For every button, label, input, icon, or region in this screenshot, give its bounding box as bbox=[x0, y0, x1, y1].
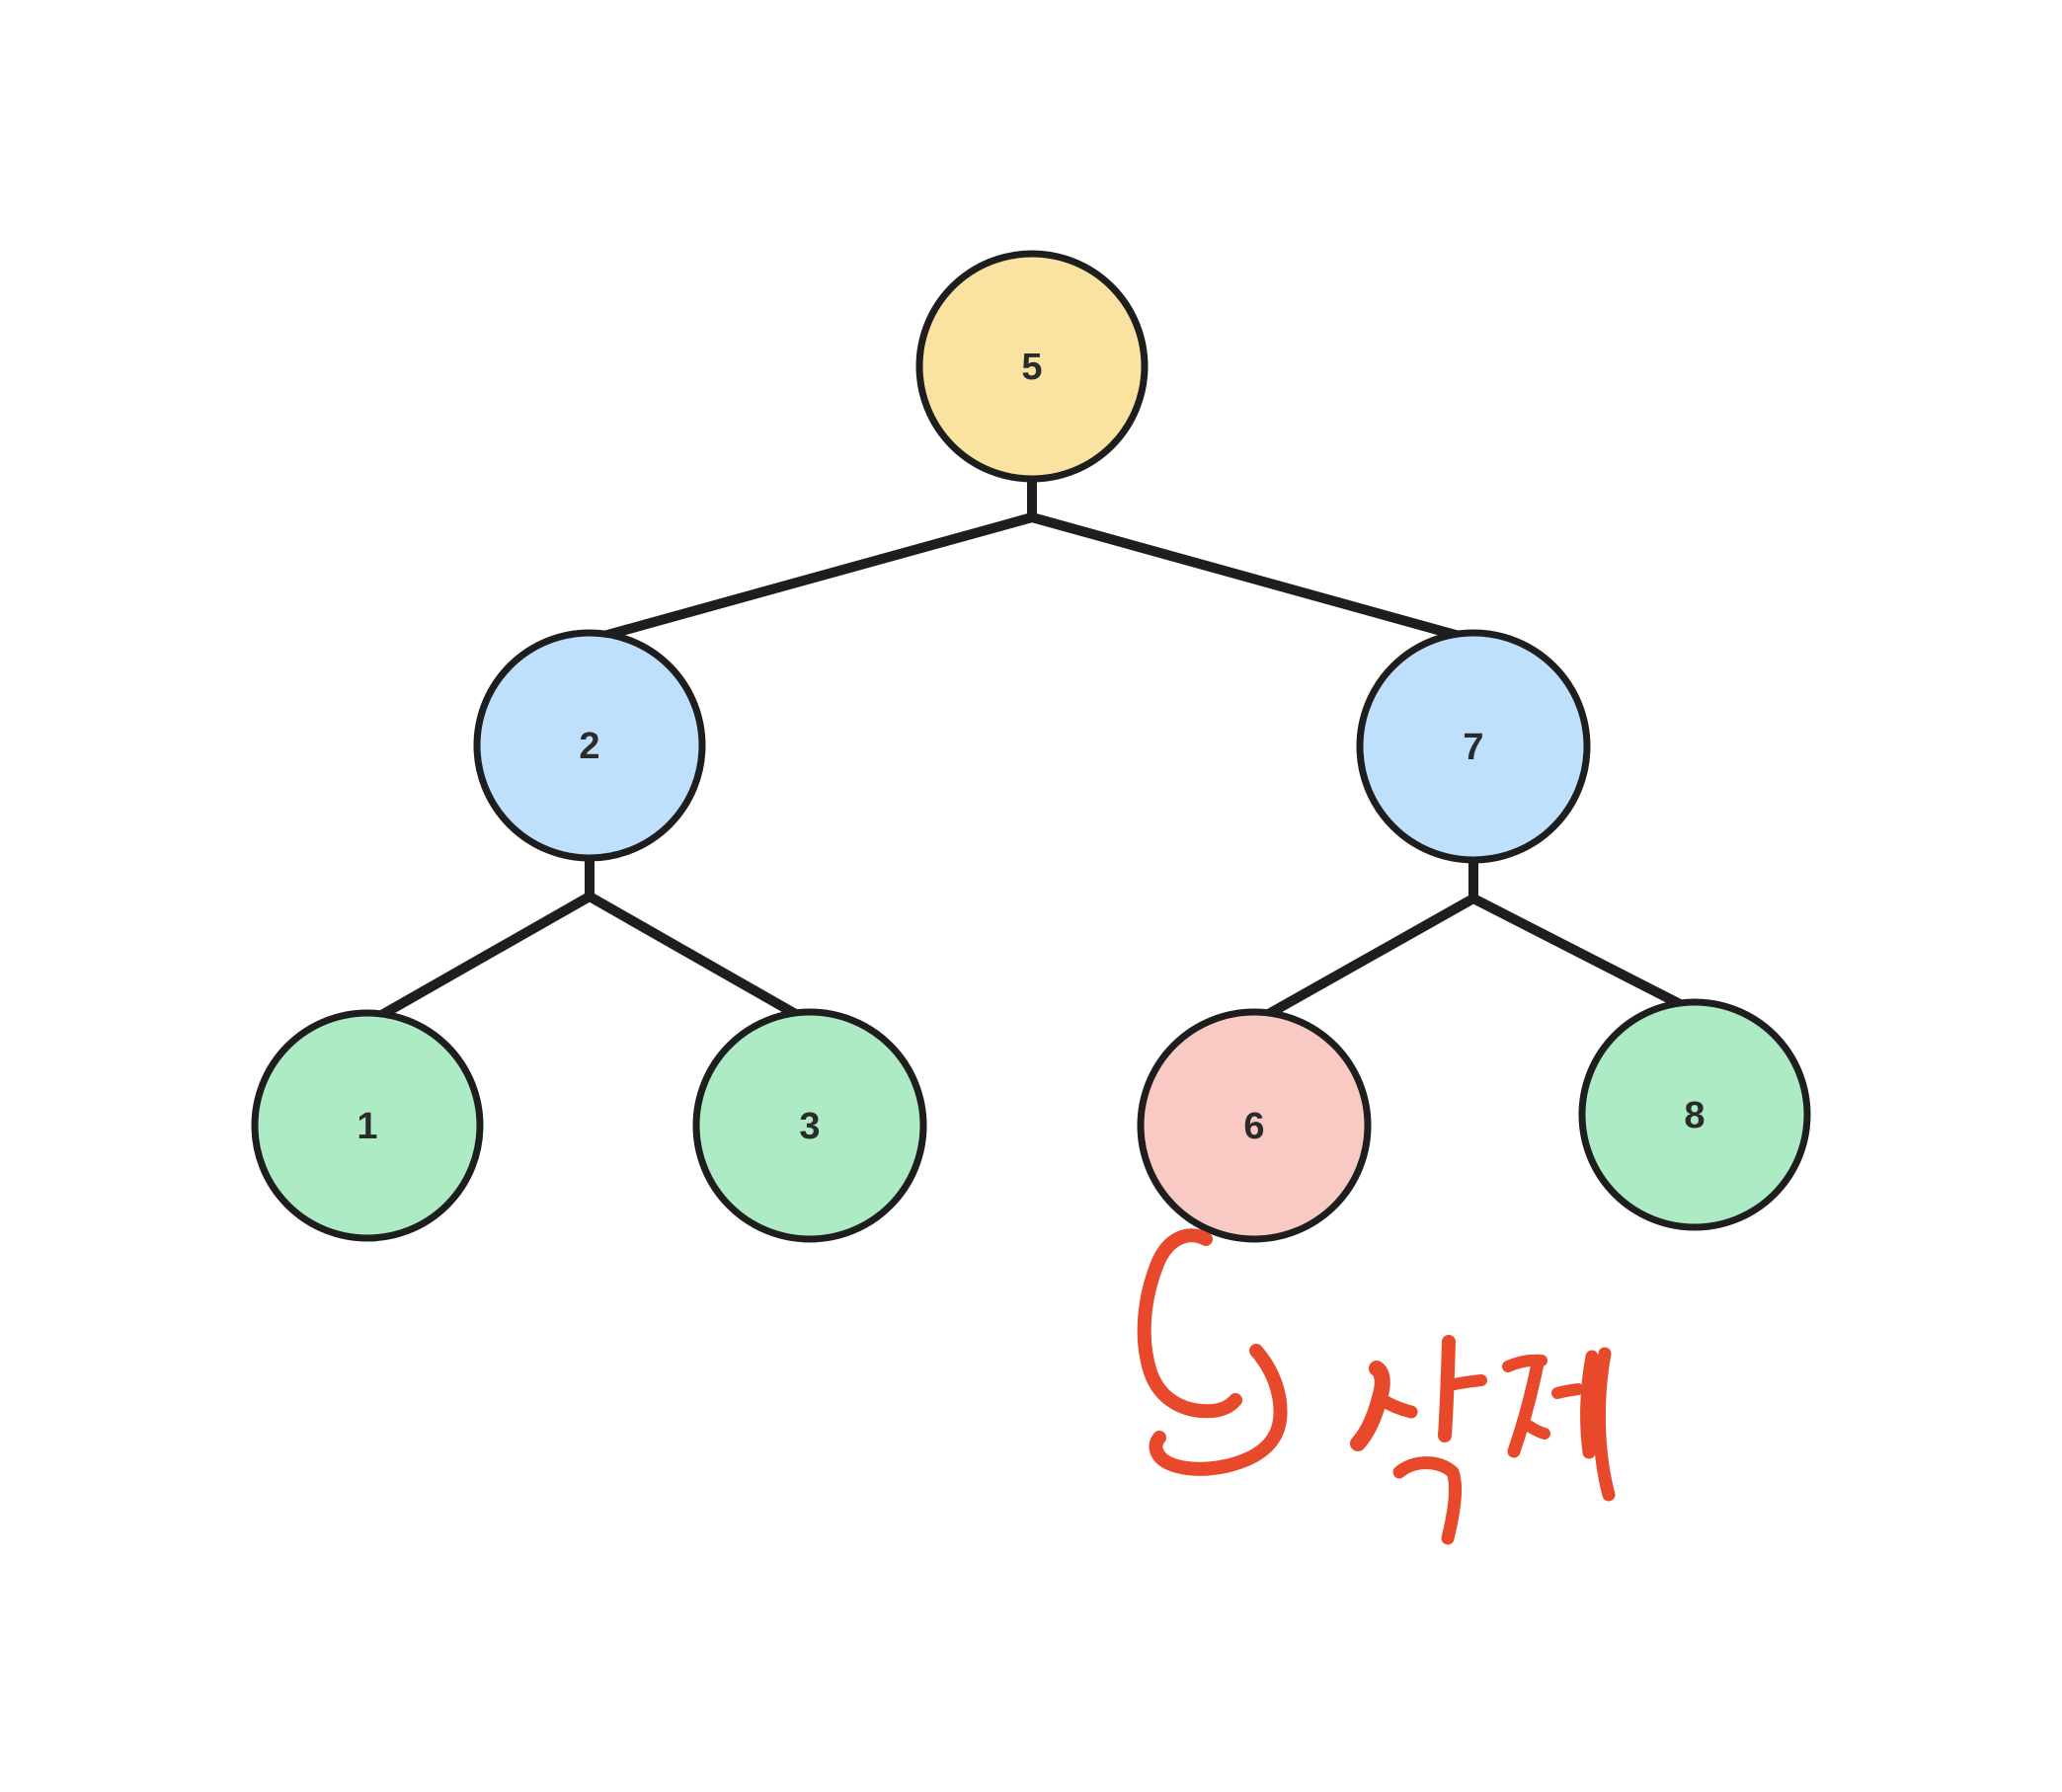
tree-edge-5-2 bbox=[595, 512, 1037, 642]
tree-node-label-3: 3 bbox=[799, 1106, 820, 1147]
tree-node-label-8: 8 bbox=[1684, 1095, 1705, 1136]
annotation-arrow-outer-stroke bbox=[1137, 1228, 1242, 1419]
tree-node-circle-2 bbox=[473, 629, 706, 862]
sak-siot-branch-stroke bbox=[1372, 1390, 1418, 1419]
je-jieut-descender-stroke bbox=[1507, 1357, 1545, 1458]
tree-node-5: 5 bbox=[915, 250, 1149, 483]
tree-node-7: 7 bbox=[1356, 629, 1591, 864]
delete-annotation bbox=[1137, 1228, 1616, 1545]
tree-node-8: 8 bbox=[1578, 998, 1811, 1231]
tree-node-circle-1 bbox=[251, 1009, 484, 1242]
tree-edge-7-8 bbox=[1468, 894, 1689, 1011]
annotation-arrow-inner-stroke bbox=[1149, 1344, 1288, 1476]
tree-edge-5-7 bbox=[1027, 512, 1467, 642]
annotation-hangul-je bbox=[1502, 1347, 1616, 1502]
sak-siot-main-stroke bbox=[1350, 1361, 1390, 1451]
tree-node-circle-5 bbox=[915, 250, 1149, 483]
annotation-arrow bbox=[1137, 1228, 1288, 1476]
je-e-vertical1-stroke bbox=[1580, 1350, 1599, 1459]
tree-nodes: 5 2 7 1 3 6 8 bbox=[251, 250, 1811, 1243]
sak-giyeok-stroke bbox=[1392, 1456, 1462, 1545]
je-jieut-branch-stroke bbox=[1517, 1416, 1550, 1440]
je-e-dash-stroke bbox=[1551, 1383, 1584, 1399]
sak-a-stem-stroke bbox=[1438, 1335, 1456, 1442]
tree-edge-2-3 bbox=[585, 892, 804, 1021]
tree-node-label-6: 6 bbox=[1243, 1106, 1264, 1147]
annotation-hangul-sak bbox=[1350, 1335, 1487, 1545]
tree-edge-7-6 bbox=[1260, 894, 1478, 1021]
tree-node-label-5: 5 bbox=[1021, 347, 1042, 388]
je-e-vertical2-stroke bbox=[1592, 1347, 1616, 1502]
sak-a-arm-stroke bbox=[1449, 1374, 1487, 1390]
tree-node-6: 6 bbox=[1137, 1008, 1372, 1243]
tree-node-circle-8 bbox=[1578, 998, 1811, 1231]
tree-edges bbox=[373, 470, 1689, 1022]
tree-node-circle-6 bbox=[1137, 1008, 1372, 1243]
tree-node-label-1: 1 bbox=[357, 1106, 377, 1147]
tree-node-label-7: 7 bbox=[1463, 727, 1483, 768]
tree-node-label-2: 2 bbox=[579, 726, 599, 767]
tree-node-3: 3 bbox=[692, 1008, 927, 1243]
tree-node-1: 1 bbox=[251, 1009, 484, 1242]
tree-node-circle-3 bbox=[692, 1008, 927, 1243]
tree-edge-2-1 bbox=[373, 892, 595, 1022]
tree-node-circle-7 bbox=[1356, 629, 1591, 864]
tree-node-2: 2 bbox=[473, 629, 706, 862]
